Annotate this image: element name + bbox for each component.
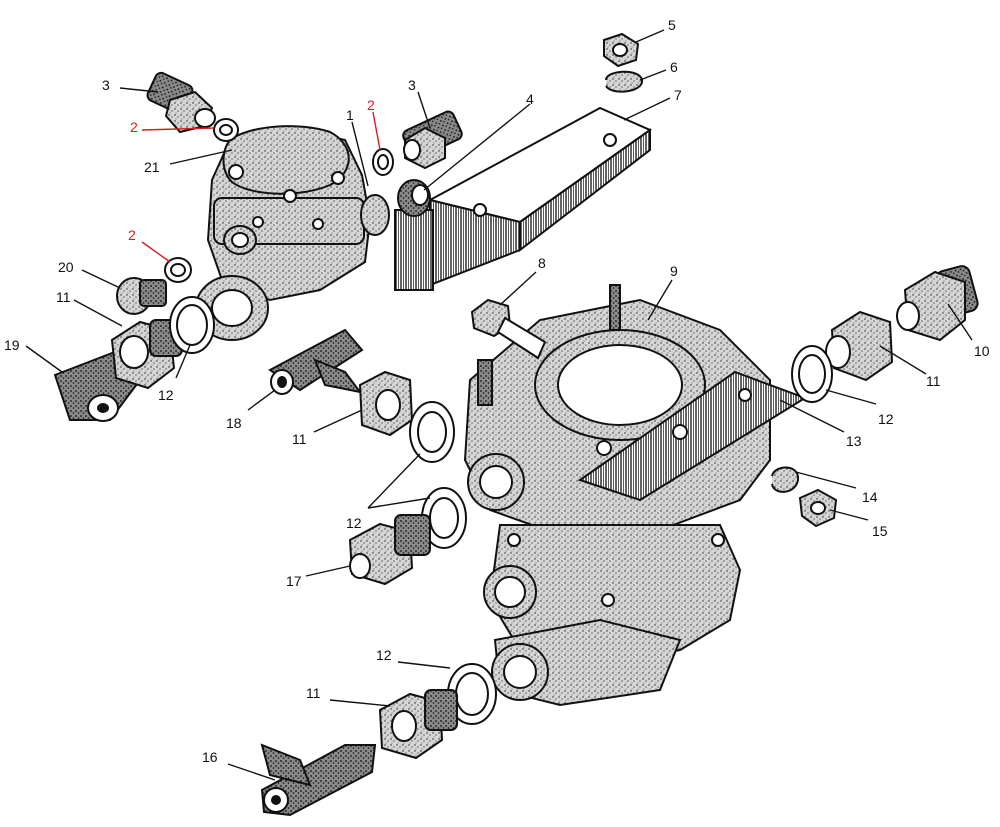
main-valve-body: [463, 284, 771, 707]
label-2b: 2: [367, 97, 375, 113]
washer-2-right: [372, 148, 394, 176]
washer-6: [605, 70, 643, 93]
label-21: 21: [144, 159, 160, 175]
callout-labels: 1 2 2 2 3 3 4 5 6 7 8 9 10 11 11 11 11 1…: [4, 17, 990, 765]
fitting-3-right: [402, 110, 463, 170]
label-8: 8: [538, 255, 546, 271]
label-1: 1: [346, 107, 354, 123]
label-10: 10: [974, 343, 990, 359]
adapter-11-right: [825, 310, 894, 382]
label-16: 16: [202, 749, 218, 765]
label-12c: 12: [346, 515, 362, 531]
label-9: 9: [670, 263, 678, 279]
washer-14: [771, 466, 800, 493]
gasket-12-middle-lower: [421, 487, 467, 549]
gasket-12-right: [791, 345, 833, 403]
adapter-11-bottom: [378, 689, 458, 760]
label-4: 4: [526, 91, 534, 107]
fitting-17: [348, 514, 431, 586]
upper-valve-body: [195, 125, 390, 341]
label-18: 18: [226, 415, 242, 431]
label-20: 20: [58, 259, 74, 275]
label-11b: 11: [926, 373, 941, 389]
washer-2-lower: [164, 257, 192, 283]
tee-16: [260, 743, 377, 817]
label-3b: 3: [408, 77, 416, 93]
adapter-10: [896, 265, 979, 342]
label-11a: 11: [56, 289, 71, 305]
adapter-11-middle: [358, 370, 414, 437]
label-11c: 11: [292, 431, 307, 447]
label-2c: 2: [128, 227, 136, 243]
bolt-8: [470, 298, 547, 360]
label-7: 7: [674, 87, 682, 103]
label-12b: 12: [878, 411, 894, 427]
union-4: [397, 179, 431, 217]
leader-lines: [25, 29, 973, 781]
nut-5: [603, 32, 640, 68]
label-14: 14: [862, 489, 878, 505]
label-12d: 12: [376, 647, 392, 663]
label-11d: 11: [306, 685, 321, 701]
gasket-12-bottom: [447, 663, 497, 725]
label-17: 17: [286, 573, 302, 589]
label-15: 15: [872, 523, 888, 539]
plug-20: [116, 277, 167, 315]
gasket-12-middle: [409, 401, 455, 463]
label-3a: 3: [102, 77, 110, 93]
label-13: 13: [846, 433, 862, 449]
tee-18: [268, 328, 364, 395]
bracket-7: [394, 106, 653, 291]
fitting-3-left: [146, 71, 216, 134]
washer-2-left: [213, 118, 239, 142]
label-12a: 12: [158, 387, 174, 403]
gasket-12-left: [169, 296, 215, 354]
nut-15: [798, 488, 838, 528]
label-2a: 2: [130, 119, 138, 135]
label-5: 5: [668, 17, 676, 33]
label-6: 6: [670, 59, 678, 75]
label-19: 19: [4, 337, 20, 353]
